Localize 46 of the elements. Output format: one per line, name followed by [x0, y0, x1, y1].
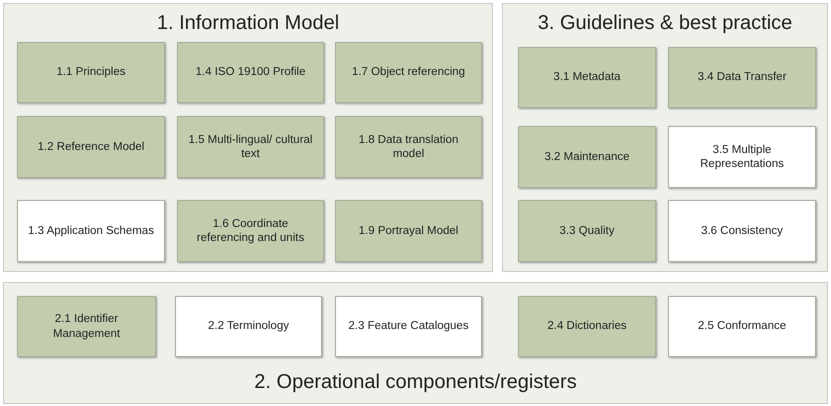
component-box [177, 200, 324, 262]
component-box [335, 200, 482, 262]
component-box [335, 42, 482, 103]
box-label: 1.4 ISO 19100 Profile [196, 65, 306, 80]
component-box [668, 126, 816, 188]
component-box [17, 296, 156, 357]
box-label: 1.1 Principles [56, 65, 126, 80]
component-box [17, 200, 165, 262]
box-label: 1.2 Reference Model [38, 140, 144, 154]
component-box [518, 126, 656, 188]
component-box [518, 296, 656, 357]
component-box [175, 296, 322, 357]
component-box [518, 200, 656, 262]
box-label: 1.7 Object referencing [352, 65, 466, 80]
box-label: 2.2 Terminology [208, 319, 289, 334]
panel-title: 3. Guidelines & best practice [536, 12, 794, 35]
box-label: 3.2 Maintenance [544, 150, 630, 164]
component-box [668, 47, 816, 108]
component-box [518, 47, 656, 108]
box-label: 3.1 Metadata [553, 70, 621, 85]
box-label: 2.5 Conformance [698, 319, 786, 334]
component-box [17, 116, 165, 178]
component-box [668, 200, 816, 262]
component-box [177, 116, 324, 178]
box-label: 1.3 Application Schemas [28, 224, 154, 238]
box-label: 3.5 Multiple Representations [699, 142, 785, 172]
box-label: 1.8 Data translation model [358, 132, 460, 162]
component-box [335, 116, 482, 178]
group-panel [3, 282, 828, 404]
box-label: 2.4 Dictionaries [547, 319, 627, 334]
box-label: 2.1 Identifier Management [52, 312, 122, 341]
component-box [177, 42, 324, 103]
group-panel [502, 3, 828, 272]
panel-title: 1. Information Model [156, 12, 340, 35]
box-label: 3.3 Quality [560, 224, 614, 238]
component-box [668, 296, 816, 357]
box-label: 3.6 Consistency [701, 224, 783, 238]
box-label: 1.5 Multi-lingual/ cultural text [187, 132, 314, 162]
box-label: 1.9 Portrayal Model [358, 224, 458, 238]
component-box [17, 42, 165, 103]
component-box [335, 296, 482, 357]
panel-title: 2. Operational components/registers [253, 371, 578, 394]
group-panel [3, 3, 493, 272]
box-label: 2.3 Feature Catalogues [348, 319, 469, 334]
box-label: 1.6 Coordinate referencing and units [196, 216, 306, 246]
box-label: 3.4 Data Transfer [698, 70, 786, 85]
